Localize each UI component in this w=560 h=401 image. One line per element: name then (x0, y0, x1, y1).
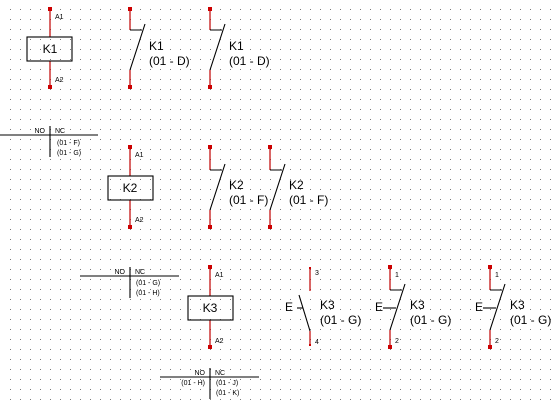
contact-k3-b[interactable]: E 1 2 K3 (01 - G) (375, 265, 451, 349)
xref-k1-nc-ref-2: (01 - G) (57, 150, 81, 157)
contact-k3-b-pin-top: 1 (395, 272, 399, 279)
coil-k3-label: K3 (203, 301, 218, 315)
contact-k3-c-ref: (01 - G) (510, 313, 551, 327)
contact-k1-a-ref: (01 - D) (149, 54, 190, 68)
contact-k1-b-ref: (01 - D) (229, 54, 270, 68)
coil-k3[interactable]: K3 A1 A2 (187, 265, 234, 349)
xref-k2-no-header: NO (115, 269, 126, 276)
grid-dots (10, 9, 551, 400)
coil-k1-pin-a2: A2 (55, 77, 64, 84)
contact-k2-a-tag: K2 (229, 178, 244, 192)
xref-k1-nc-ref-1: (01 - F) (57, 140, 80, 147)
contact-k3-a-pin-bottom: 4 (315, 339, 319, 346)
xref-k3-no-ref-1: (01 - H) (181, 380, 205, 387)
contact-k3-b-tag: K3 (410, 298, 425, 312)
contact-k3-c-pin-top: 1 (495, 272, 499, 279)
contact-k1-b[interactable]: K1 (01 - D) (208, 7, 270, 89)
coil-k2[interactable]: K2 A1 A2 (107, 145, 154, 229)
xref-k3-no-header: NO (195, 370, 206, 377)
contact-k3-a-prefix: E (285, 300, 293, 314)
xref-table-k2: NO NC (01 - G) (01 - H) (80, 267, 179, 298)
xref-k1-nc-header: NC (55, 128, 65, 135)
coil-k2-label: K2 (123, 181, 138, 195)
xref-k2-nc-ref-2: (01 - H) (136, 290, 160, 297)
contact-k3-b-prefix: E (375, 300, 383, 314)
coil-k2-pin-a1: A1 (135, 152, 144, 159)
contact-k3-c-tag: K3 (510, 298, 525, 312)
xref-k2-nc-header: NC (135, 269, 145, 276)
contact-k3-c-pin-bottom: 2 (495, 338, 499, 345)
xref-k3-nc-ref-1: (01 - J) (216, 380, 238, 387)
contact-k3-b-ref: (01 - G) (410, 313, 451, 327)
coil-k1-pin-a1: A1 (55, 14, 64, 21)
contact-k3-c-prefix: E (475, 300, 483, 314)
xref-k2-nc-ref-1: (01 - G) (136, 280, 160, 287)
contact-k2-b-tag: K2 (289, 178, 304, 192)
contact-k3-a-ref: (01 - G) (320, 313, 361, 327)
xref-k3-nc-header: NC (215, 370, 225, 377)
contact-k3-a-tag: K3 (320, 298, 335, 312)
xref-table-k1: NO NC (01 - F) (01 - G) (0, 126, 98, 157)
xref-table-k3: NO NC (01 - H) (01 - J) (01 - K) (160, 368, 259, 399)
coil-k1-label: K1 (43, 42, 58, 56)
contact-k1-a-tag: K1 (149, 39, 164, 53)
coil-k3-pin-a2: A2 (215, 338, 224, 345)
coil-k2-pin-a2: A2 (135, 217, 144, 224)
contact-k1-a[interactable]: K1 (01 - D) (128, 7, 190, 89)
contact-k2-a-ref: (01 - F) (229, 193, 268, 207)
contact-k3-a[interactable]: E 3 4 K3 (01 - G) (285, 267, 361, 346)
contact-k3-b-pin-bottom: 2 (395, 338, 399, 345)
coil-k3-pin-a1: A1 (215, 272, 224, 279)
xref-k1-no-header: NO (35, 128, 46, 135)
contact-k2-b-ref: (01 - F) (289, 193, 328, 207)
contact-k2-b[interactable]: K2 (01 - F) (268, 145, 328, 229)
contact-k2-a[interactable]: K2 (01 - F) (208, 145, 268, 229)
xref-k3-nc-ref-2: (01 - K) (216, 390, 239, 397)
contact-k1-b-tag: K1 (229, 39, 244, 53)
contact-k3-c[interactable]: E 1 2 K3 (01 - G) (475, 265, 551, 349)
contact-k3-a-pin-top: 3 (315, 270, 319, 277)
coil-k1[interactable]: K1 A1 A2 (26, 7, 73, 89)
